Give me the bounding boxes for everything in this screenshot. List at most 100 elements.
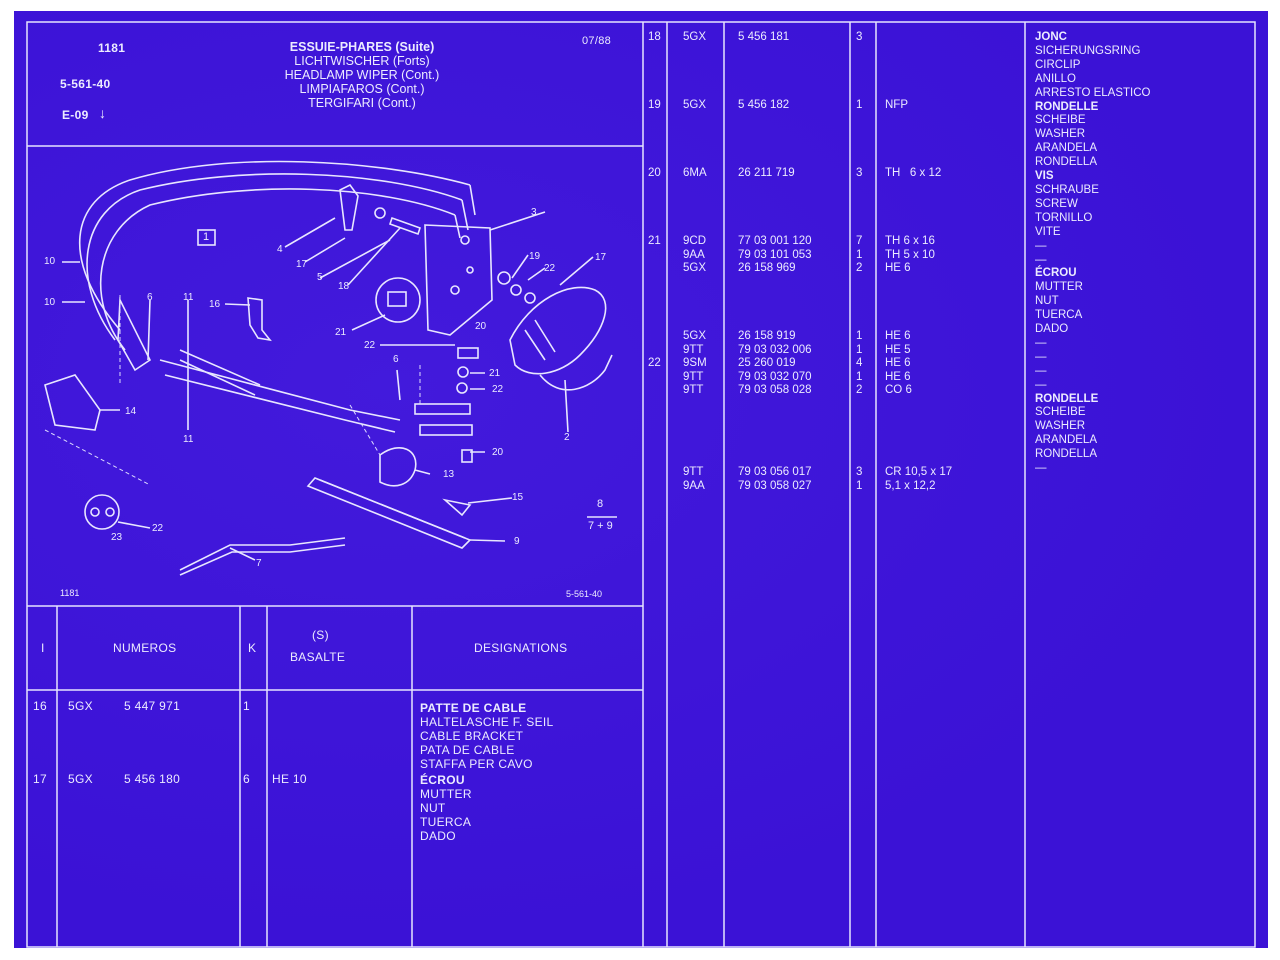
right-table-cell	[856, 58, 862, 72]
right-table-cell: 1	[856, 330, 863, 343]
right-table-cell	[738, 45, 812, 59]
row-spec: HE 10	[272, 772, 307, 786]
figure-note-bottom: 7 + 9	[588, 520, 613, 532]
row-designation-line: TUERCA	[420, 815, 472, 829]
callout: 11	[183, 292, 194, 303]
row-number: 5 447 971	[124, 699, 181, 713]
right-table-cell: 20	[648, 166, 661, 179]
right-table-cell	[885, 113, 952, 127]
callout: 9	[514, 536, 520, 547]
right-table-cell: ARANDELA	[1035, 434, 1097, 447]
row-designation-title: ÉCROU	[420, 773, 465, 787]
row-number: 5 456 180	[124, 772, 181, 786]
row-designation-line: PATA DE CABLE	[420, 743, 515, 757]
title-line: LICHTWISCHER (Forts)	[294, 54, 430, 68]
callout: 11	[183, 434, 194, 445]
right-table-cell: HE 6	[885, 357, 911, 370]
right-table-cell	[683, 452, 707, 466]
callout: 19	[529, 251, 541, 262]
right-table-cell	[856, 126, 862, 140]
callout: 20	[475, 321, 487, 332]
right-table-cell: 77 03 001 120	[738, 234, 812, 247]
right-table-cell	[856, 316, 862, 330]
right-table-cell	[885, 194, 952, 208]
group-code: 5-561-40	[60, 77, 111, 91]
title-line: HEADLAMP WIPER (Cont.)	[284, 68, 440, 82]
right-table-cell	[648, 208, 661, 222]
right-table-cell	[738, 316, 812, 330]
right-table-cell	[856, 289, 862, 303]
right-table-cell: TORNILLO	[1035, 211, 1093, 224]
figure-ref-left: 1181	[60, 588, 80, 598]
callout: 21	[489, 368, 501, 379]
right-table-cell	[885, 425, 952, 439]
right-table-cell	[856, 412, 862, 426]
right-table-cell: 25 260 019	[738, 357, 796, 370]
right-table-cell: 26 158 969	[738, 262, 796, 275]
right-table-cell	[683, 194, 707, 208]
right-table-cell	[683, 412, 707, 426]
right-table-cell: NFP	[885, 98, 908, 111]
callout: 6	[147, 292, 153, 303]
right-table-cell	[738, 439, 812, 453]
right-table-cell: TH 5 x 10	[885, 248, 935, 261]
right-table-cell: —	[1035, 378, 1047, 391]
right-table-cell	[683, 113, 707, 127]
right-table-cell: HE 6	[885, 330, 911, 343]
right-table-cell: 2	[856, 384, 863, 397]
callout: 7	[256, 558, 262, 569]
right-table-cell	[683, 58, 707, 72]
right-table-cell: 1	[856, 248, 863, 261]
right-table-cell	[885, 276, 952, 290]
right-table-cell: 9TT	[683, 343, 704, 356]
figure-box-label: 1	[203, 231, 210, 243]
callout: 6	[393, 354, 399, 365]
right-table-cell	[648, 72, 661, 86]
row-index: 17	[33, 772, 47, 786]
right-table-cell: HE 5	[885, 343, 911, 356]
right-table-cell: 22	[648, 357, 661, 370]
right-table-cell	[885, 85, 952, 99]
callout: 18	[338, 281, 350, 292]
right-table-cell	[648, 262, 661, 276]
right-table-cell	[683, 126, 707, 140]
right-table-cell: 26 211 719	[738, 166, 795, 179]
right-table-cell: 2	[856, 262, 863, 275]
right-table-cell	[856, 398, 862, 412]
right-table-cell	[885, 208, 952, 222]
right-table-cell	[648, 181, 661, 195]
row-qty: 6	[243, 772, 250, 786]
ref-code: 1181	[98, 41, 126, 55]
right-table-cell: NUT	[1035, 295, 1059, 308]
right-table-cell: 9AA	[683, 248, 705, 261]
right-table-cell	[856, 276, 862, 290]
right-table-cell	[683, 439, 707, 453]
right-table-cell: —	[1035, 462, 1047, 475]
right-table-cell: 9TT	[683, 466, 704, 478]
right-table-cell	[738, 126, 812, 140]
right-table-cell	[683, 45, 707, 59]
right-table-cell: 18	[648, 31, 661, 43]
right-table-cell	[885, 126, 952, 140]
callout: 4	[277, 244, 283, 255]
right-table-cell: 9TT	[683, 384, 704, 397]
right-table-cell	[738, 276, 812, 290]
right-table-cell: CIRCLIP	[1035, 58, 1081, 71]
right-table-cell: 5GX	[683, 31, 707, 43]
right-table-cell	[648, 289, 661, 303]
callout: 23	[111, 532, 123, 543]
right-table-cell	[856, 85, 862, 99]
right-table-cell	[885, 316, 952, 330]
right-table-cell	[738, 425, 812, 439]
right-table-cell: SCHEIBE	[1035, 114, 1086, 127]
right-table-cell	[856, 303, 862, 317]
right-table-cell	[856, 425, 862, 439]
right-table-cell	[738, 85, 812, 99]
date: 07/88	[582, 35, 612, 47]
right-table-cell	[856, 140, 862, 154]
callout: 15	[512, 492, 524, 503]
right-table-index-column: 18 19 20 21 22	[648, 31, 661, 371]
right-table-cell: SCHEIBE	[1035, 406, 1086, 419]
